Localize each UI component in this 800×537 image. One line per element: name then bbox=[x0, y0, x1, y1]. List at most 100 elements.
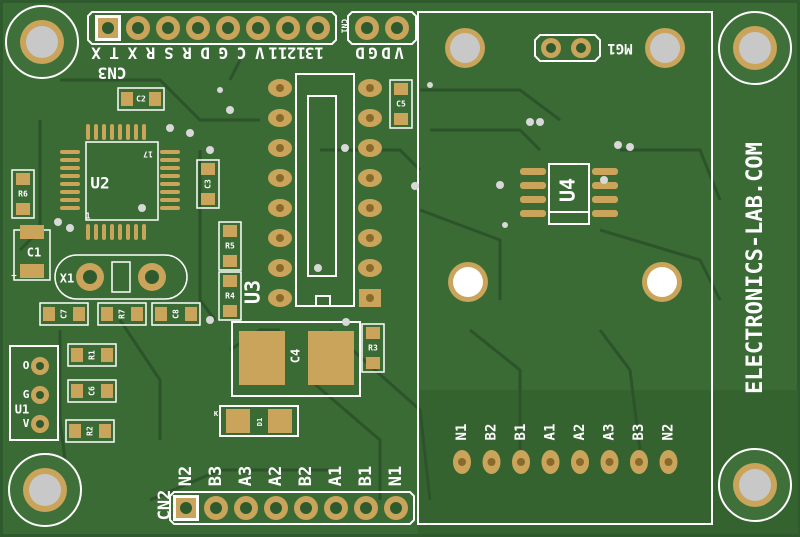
r5-outline bbox=[218, 221, 242, 271]
r1-pad-b bbox=[101, 348, 113, 362]
r6-label: R6 bbox=[18, 190, 28, 199]
c2-pad-a bbox=[121, 92, 133, 106]
u2-pin-bottom bbox=[110, 224, 114, 240]
c8-component: C8 bbox=[151, 302, 201, 326]
cn3-pin-hole bbox=[162, 22, 174, 34]
r3-pad-a bbox=[366, 327, 380, 339]
c6-outline bbox=[67, 379, 117, 403]
motor-pad-hole bbox=[458, 458, 466, 466]
c2-label: C2 bbox=[136, 95, 146, 104]
u3-pin-hole bbox=[276, 264, 284, 272]
c8-label: C8 bbox=[172, 309, 181, 319]
r4-label: R4 bbox=[225, 292, 235, 301]
cn2-pins bbox=[176, 496, 408, 520]
motor-pin-label: B1 bbox=[513, 424, 529, 441]
c7-outline bbox=[39, 302, 89, 326]
motor-pad-hole bbox=[546, 458, 555, 466]
r4-pad-b bbox=[223, 305, 237, 317]
motor-pad-hole bbox=[605, 458, 614, 466]
r7-outline bbox=[97, 302, 147, 326]
cn3-pin-label: 12 bbox=[287, 44, 306, 63]
u2-pin-left bbox=[60, 158, 80, 162]
r7-pad-b bbox=[131, 307, 143, 321]
u2-pin-right bbox=[160, 206, 180, 210]
motor-pad-hole bbox=[576, 458, 584, 466]
u3-pin-hole bbox=[366, 294, 374, 302]
motor-pin-label: N2 bbox=[661, 424, 677, 441]
motor-pin-label: N1 bbox=[454, 424, 470, 441]
u2-pin-top bbox=[142, 124, 146, 140]
c6-pad-b bbox=[101, 384, 113, 398]
x1-designator: X1 bbox=[60, 272, 74, 286]
u2-pin-left bbox=[60, 174, 80, 178]
c4-capacitor bbox=[231, 321, 361, 397]
c3-pad-b bbox=[201, 193, 215, 205]
c3-label: C3 bbox=[204, 179, 213, 189]
u2-pin-bottom bbox=[102, 224, 106, 240]
c3-outline bbox=[196, 159, 220, 209]
c3-pad-a bbox=[201, 163, 215, 175]
r1-pad-a bbox=[71, 348, 83, 362]
motor-pin-label: A3 bbox=[602, 424, 618, 441]
traces bbox=[18, 59, 722, 502]
x1-crystal bbox=[54, 254, 188, 300]
cn3-pin-hole bbox=[192, 22, 204, 34]
u2-pin1-mark: 1 bbox=[86, 212, 91, 221]
motor-pin-label: A1 bbox=[543, 424, 559, 441]
u3-pin-hole bbox=[366, 204, 374, 212]
u2-pin-top bbox=[102, 124, 106, 140]
r5-label: R5 bbox=[225, 242, 235, 251]
r4-pad-a bbox=[223, 275, 237, 287]
c7-label: C7 bbox=[60, 309, 69, 319]
r1-component: R1 bbox=[67, 343, 117, 367]
cn2-pin-label: A1 bbox=[326, 466, 346, 486]
u2-pin-bottom bbox=[94, 224, 98, 240]
r6-outline bbox=[11, 169, 35, 219]
cn3-pin-hole bbox=[252, 22, 264, 34]
c3-component: C3 bbox=[196, 159, 220, 209]
u2-pin-bottom bbox=[126, 224, 130, 240]
cn2-pin-hole bbox=[360, 502, 372, 514]
cn2-pin-hole bbox=[240, 502, 252, 514]
cn1-header bbox=[347, 11, 417, 45]
u2-pin-top bbox=[134, 124, 138, 140]
u2-pin-right bbox=[160, 174, 180, 178]
cn1-designator: CN1 bbox=[340, 19, 349, 34]
brand-text: ELECTRONICS-LAB.COM bbox=[743, 142, 768, 394]
u3-pin-hole bbox=[366, 234, 374, 242]
u1-regulator bbox=[9, 345, 59, 441]
r2-pad-a bbox=[69, 424, 81, 438]
u2-pin-right bbox=[160, 166, 180, 170]
u1-pin-label: O bbox=[23, 359, 30, 372]
r3-component: R3 bbox=[361, 323, 385, 373]
u2-pin-top bbox=[94, 124, 98, 140]
u2-pin-top bbox=[118, 124, 122, 140]
r7-label: R7 bbox=[118, 309, 127, 319]
u2-pin-left bbox=[60, 166, 80, 170]
cn3-pin-label: 13 bbox=[305, 44, 324, 63]
c5-pad-a bbox=[394, 83, 408, 95]
c2-component: C2 bbox=[117, 87, 165, 111]
cn3-pin-label: T bbox=[109, 44, 119, 63]
c1-capacitor bbox=[13, 225, 51, 281]
r5-component: R5 bbox=[218, 221, 242, 271]
c1-polarity-mark: + bbox=[11, 272, 17, 282]
cn3-pin-label: X bbox=[91, 44, 101, 63]
cn3-pin-hole bbox=[102, 22, 114, 34]
u3-pin-hole bbox=[276, 174, 284, 182]
cn2-pin-label: N1 bbox=[386, 466, 406, 486]
r5-pad-a bbox=[223, 225, 237, 237]
u3-pin-hole bbox=[366, 84, 374, 92]
cn3-pin-label: S bbox=[164, 44, 174, 63]
cn2-pin-hole bbox=[300, 502, 312, 514]
cn2-pin-label: B2 bbox=[296, 466, 316, 486]
u1-pin-label: G bbox=[23, 388, 30, 401]
motor-pad-hole bbox=[517, 458, 525, 466]
cn3-pin-label: R bbox=[145, 44, 155, 63]
cn3-pin-label: C bbox=[237, 44, 247, 63]
mg1-connector bbox=[534, 34, 601, 62]
cn2-designator: CN2 bbox=[155, 490, 175, 521]
d1-cathode-mark: K bbox=[214, 410, 219, 418]
